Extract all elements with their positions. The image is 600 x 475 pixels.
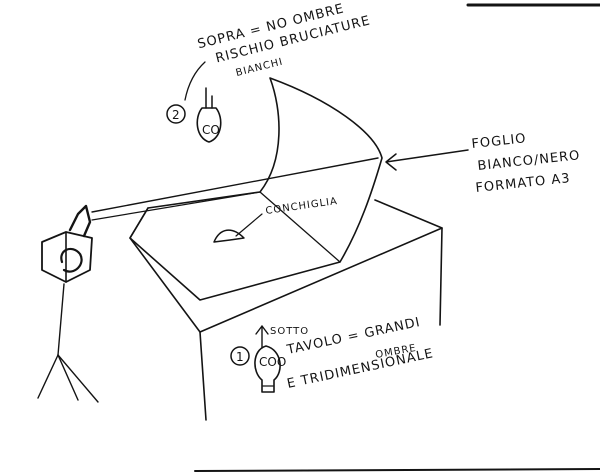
scan-bottom-edge [194,468,600,472]
svg-text:COO: COO [259,355,286,369]
tripod-drawing [37,283,99,403]
bottom-light-marker: 1 [236,350,244,364]
bottom-light-marker-circle [230,346,250,366]
bottom-sotto-label: SOTTO [270,326,309,337]
shell-label: CONCHIGLIA [265,196,339,217]
bottom-sotto-arrow [255,325,269,349]
top-light-bulb-icon: CO [196,87,222,143]
sheet-label-line3: FORMATO A3 [475,171,571,196]
camera-drawing [41,157,379,283]
svg-text:CO: CO [202,123,220,137]
shell-drawing [213,213,263,243]
bottom-light-bulb-icon: COO [254,345,286,393]
table-drawing [129,199,443,421]
sheet-label-line2: BIANCO/NERO [477,148,581,174]
top-note: SOPRA = NO OMBRE RISCHIO BRUCIATURE BIAN… [196,1,372,79]
a3-sheet-drawing [129,77,383,301]
sheet-label-line1: FOGLIO [471,131,527,152]
top-note-arrow [184,61,206,101]
sheet-arrow [385,149,469,171]
top-light-marker: 2 [172,108,180,122]
top-light-marker-circle [166,104,186,124]
